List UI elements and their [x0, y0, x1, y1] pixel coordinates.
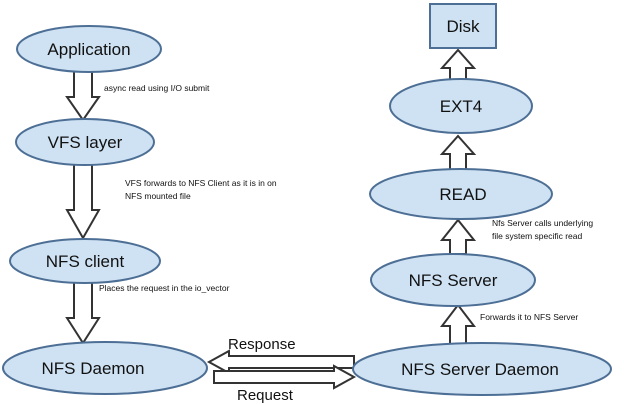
- request-arrow: [213, 364, 357, 390]
- read-node: [369, 168, 553, 220]
- read-label: READ: [439, 185, 486, 204]
- ext4-node: [389, 78, 533, 134]
- response-arrow: [206, 349, 355, 375]
- nfs-client-label: NFS client: [46, 252, 125, 271]
- arrow-application-to-vfs: [65, 70, 101, 122]
- ext4-label: EXT4: [440, 97, 483, 116]
- nfs-server-label: NFS Server: [409, 271, 498, 290]
- nfs-daemon-node: [2, 341, 208, 395]
- disk-label: Disk: [446, 17, 480, 36]
- server-to-read-label-line2: file system specific read: [492, 231, 582, 241]
- application-node: [16, 25, 162, 73]
- vfs-layer-label: VFS layer: [48, 133, 123, 152]
- nfs-server-node: [370, 253, 536, 307]
- nfs-server-daemon-node: [352, 342, 612, 396]
- serverdaemon-to-server-label: Forwards it to NFS Server: [480, 312, 578, 322]
- arrow-read-to-ext4: [439, 134, 477, 171]
- arrow-server-to-read: [439, 218, 477, 255]
- arrow-ext4-to-disk: [439, 48, 477, 81]
- server-to-read-label-line1: Nfs Server calls underlying: [492, 218, 593, 228]
- application-label: Application: [47, 40, 130, 59]
- arrow-client-to-daemon: [65, 281, 101, 345]
- vfs-layer-node: [15, 118, 155, 166]
- arrow-serverdaemon-to-server: [439, 303, 477, 345]
- arrow-vfs-to-client: [65, 162, 101, 241]
- response-label: Response: [228, 336, 296, 353]
- vfs-to-client-label-line1: VFS forwards to NFS Client as it is in o…: [125, 178, 277, 188]
- disk-node: [429, 3, 497, 49]
- client-to-daemon-label: Places the request in the io_vector: [99, 283, 230, 293]
- app-to-vfs-label: async read using I/O submit: [104, 83, 210, 93]
- request-label: Request: [237, 387, 294, 404]
- vfs-to-client-label-line2: NFS mounted file: [125, 191, 191, 201]
- nfs-client-node: [9, 238, 161, 284]
- nfs-daemon-label: NFS Daemon: [42, 359, 145, 378]
- nfs-server-daemon-label: NFS Server Daemon: [401, 360, 559, 379]
